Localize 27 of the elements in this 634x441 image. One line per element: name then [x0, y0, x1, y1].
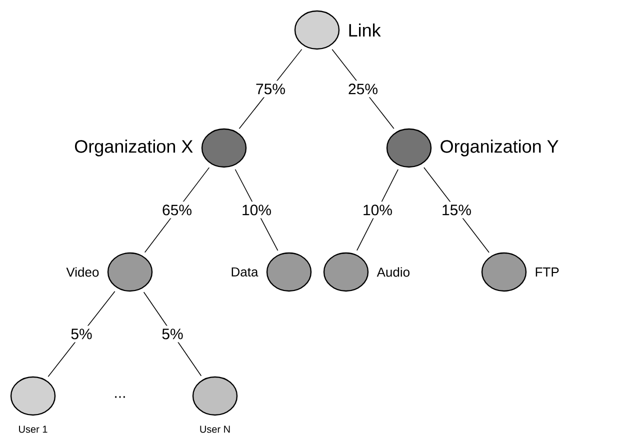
network-node: Organization Y — [386, 128, 558, 168]
edge-label: 65% — [159, 202, 196, 218]
network-node: User 1 — [10, 376, 56, 433]
edge-label: 15% — [438, 202, 475, 218]
network-node: User N — [192, 376, 238, 433]
node-label: Audio — [376, 267, 410, 277]
node-label: User N — [200, 426, 230, 433]
node-label: FTP — [536, 268, 559, 276]
network-node: FTP — [481, 252, 559, 292]
edge-label: 25% — [345, 80, 382, 98]
ellipsis-text: ... — [115, 396, 125, 398]
network-node: Data — [232, 252, 312, 292]
edge-label: 75% — [252, 80, 289, 98]
node-label: User 1 — [19, 426, 48, 433]
edge-label: 5% — [158, 326, 186, 342]
edge-label: 5% — [68, 326, 96, 342]
network-node: Organization X — [75, 128, 247, 168]
network-node: Link — [294, 10, 381, 50]
node-label: Organization X — [74, 140, 193, 156]
edge-label: 10% — [360, 202, 396, 218]
network-node: Audio — [323, 252, 410, 292]
node-label: Organization Y — [440, 140, 558, 156]
edge-label: 10% — [238, 202, 275, 218]
node-label: Link — [349, 23, 381, 37]
node-label: Video — [66, 267, 99, 277]
node-label: Data — [232, 267, 258, 277]
network-node: Video — [66, 252, 153, 292]
